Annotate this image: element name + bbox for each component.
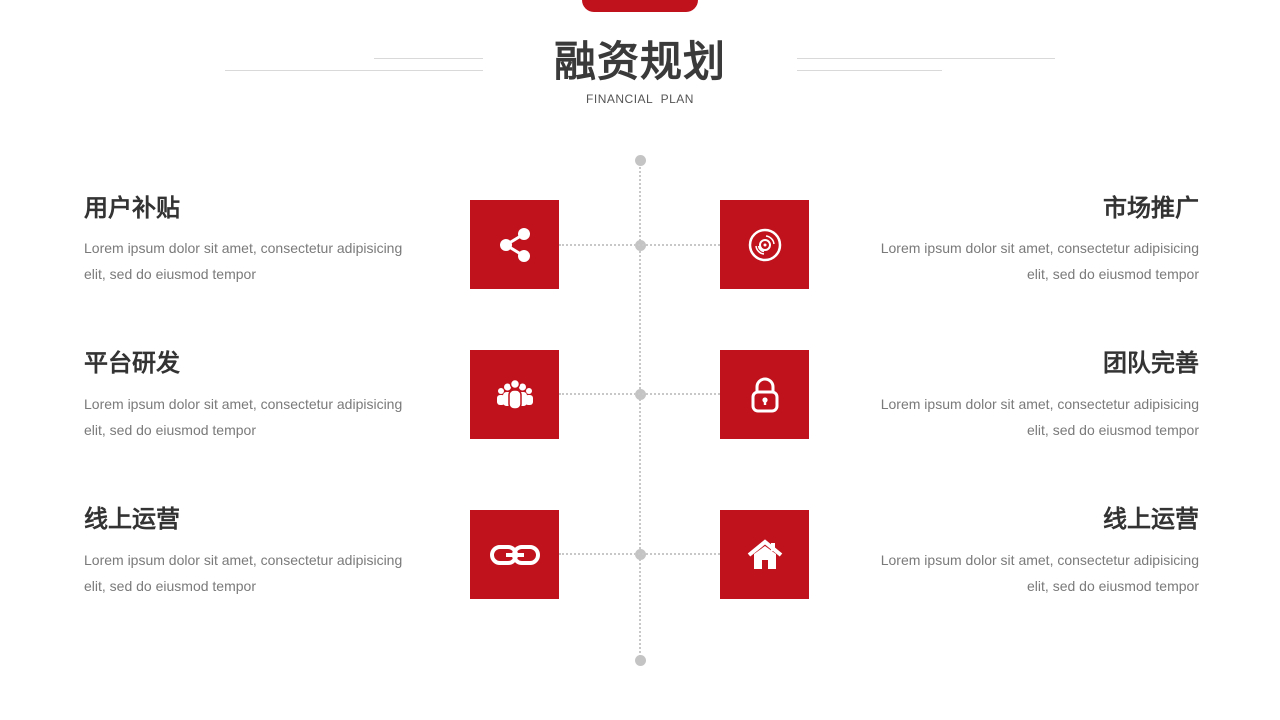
item-title: 市场推广 [1103,194,1199,222]
item-title: 线上运营 [1103,505,1199,533]
team-icon-box [470,350,559,439]
item-title: 用户补贴 [84,194,180,222]
disc-icon [748,228,781,261]
disc-icon-box [720,200,809,289]
title-line-right [797,58,1055,59]
connector-row-2 [559,393,720,395]
item-desc: Lorem ipsum dolor sit amet, consectetur … [880,240,1199,282]
home-icon [747,538,782,569]
lock-icon-box [720,350,809,439]
link-icon [489,544,540,565]
share-icon-box [470,200,559,289]
title-line-left-short [374,58,483,59]
top-tab-decoration [582,0,698,12]
timeline-dot-top [635,155,646,166]
item-desc: Lorem ipsum dolor sit amet, consectetur … [880,552,1199,594]
share-icon [499,227,530,262]
team-icon [496,378,533,410]
timeline-dot-bottom [635,655,646,666]
item-desc: Lorem ipsum dolor sit amet, consectetur … [84,240,403,282]
item-title: 线上运营 [84,505,180,533]
item-title: 团队完善 [1103,349,1199,377]
item-desc: Lorem ipsum dolor sit amet, consectetur … [84,552,403,594]
link-icon-box [470,510,559,599]
connector-row-3 [559,553,720,555]
title-line-right-short [797,70,942,71]
page-title: 融资规划 [553,37,726,86]
connector-row-1 [559,244,720,246]
lock-icon [751,377,778,412]
center-timeline [639,160,641,660]
item-desc: Lorem ipsum dolor sit amet, consectetur … [84,396,403,438]
page-subtitle: FINANCIAL PLAN [586,92,694,106]
home-icon-box [720,510,809,599]
title-line-left [225,70,483,71]
item-title: 平台研发 [84,349,180,377]
item-desc: Lorem ipsum dolor sit amet, consectetur … [880,396,1199,438]
